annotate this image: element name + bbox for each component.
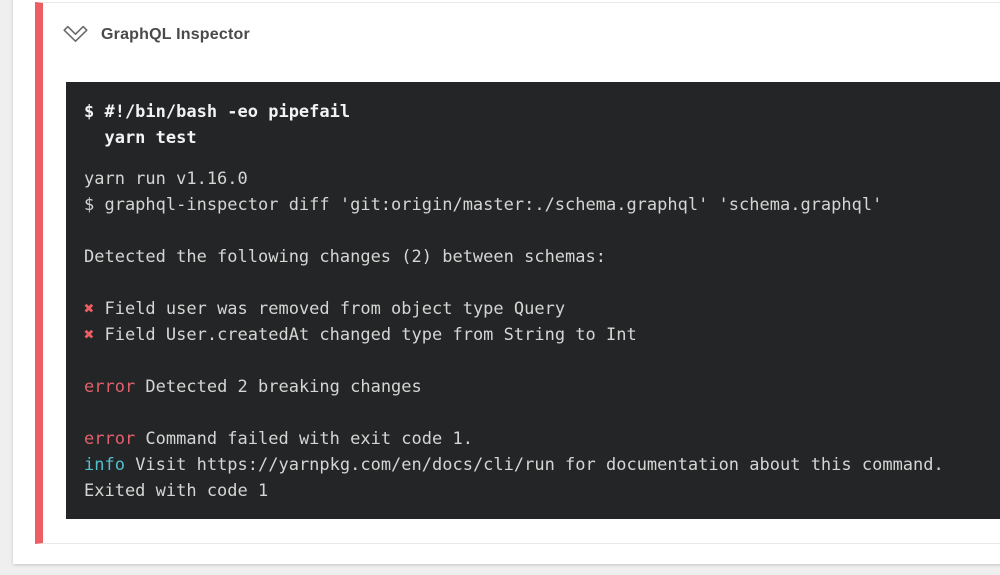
terminal-line: Detected the following changes (2) betwe…: [84, 244, 1000, 270]
terminal-line: error Command failed with exit code 1.: [84, 426, 1000, 452]
step-header-toggle[interactable]: GraphQL Inspector: [43, 3, 1000, 67]
terminal-text-segment-cross: ✖: [84, 325, 95, 345]
terminal-line: yarn test: [84, 128, 197, 148]
terminal-text-segment-error: error: [84, 377, 136, 397]
failed-step-section: GraphQL Inspector $ #!/bin/bash -eo pipe…: [35, 2, 1000, 544]
terminal-line: yarn run v1.16.0: [84, 166, 1000, 192]
terminal-line: $ graphql-inspector diff 'git:origin/mas…: [84, 192, 1000, 218]
terminal-text-segment-out: Field user was removed from object type …: [94, 299, 566, 319]
terminal-text-segment-error: error: [84, 429, 136, 449]
build-output-card: GraphQL Inspector $ #!/bin/bash -eo pipe…: [13, 0, 1000, 564]
terminal-text-segment-out: Command failed with exit code 1.: [135, 429, 473, 449]
terminal-output-block: yarn run v1.16.0 $ graphql-inspector diff…: [84, 166, 1000, 504]
step-title: GraphQL Inspector: [101, 26, 250, 43]
chevron-double-down-icon[interactable]: [62, 24, 89, 46]
terminal-text-segment-out: $ graphql-inspector diff 'git:origin/mas…: [84, 195, 883, 215]
terminal-line: info Visit https://yarnpkg.com/en/docs/c…: [84, 452, 1000, 478]
terminal-text-segment-cross: ✖: [84, 299, 95, 319]
terminal-line: error Detected 2 breaking changes: [84, 374, 1000, 400]
terminal-text-segment-out: Exited with code 1: [84, 481, 269, 501]
terminal-line: ✖ Field User.createdAt changed type from…: [84, 322, 1000, 348]
terminal-line: $ #!/bin/bash -eo pipefail: [84, 102, 351, 122]
terminal-text-segment-out: Detected 2 breaking changes: [135, 377, 422, 397]
terminal-line: [84, 348, 1000, 374]
terminal-line: [84, 400, 1000, 426]
terminal-output: $ #!/bin/bash -eo pipefail yarn test yar…: [66, 82, 1000, 519]
terminal-text-segment-info: info: [84, 455, 125, 475]
terminal-line: [84, 270, 1000, 296]
terminal-line: ✖ Field user was removed from object typ…: [84, 296, 1000, 322]
terminal-text-segment-out: Field User.createdAt changed type from S…: [94, 325, 637, 345]
terminal-text-segment-out: yarn run v1.16.0: [84, 169, 248, 189]
terminal-text-segment-out: Detected the following changes (2) betwe…: [84, 247, 606, 267]
terminal-command-block: $ #!/bin/bash -eo pipefail yarn test: [84, 99, 1000, 151]
terminal-line: [84, 218, 1000, 244]
terminal-line: Exited with code 1: [84, 478, 1000, 504]
terminal-text-segment-out: Visit https://yarnpkg.com/en/docs/cli/ru…: [124, 455, 944, 475]
